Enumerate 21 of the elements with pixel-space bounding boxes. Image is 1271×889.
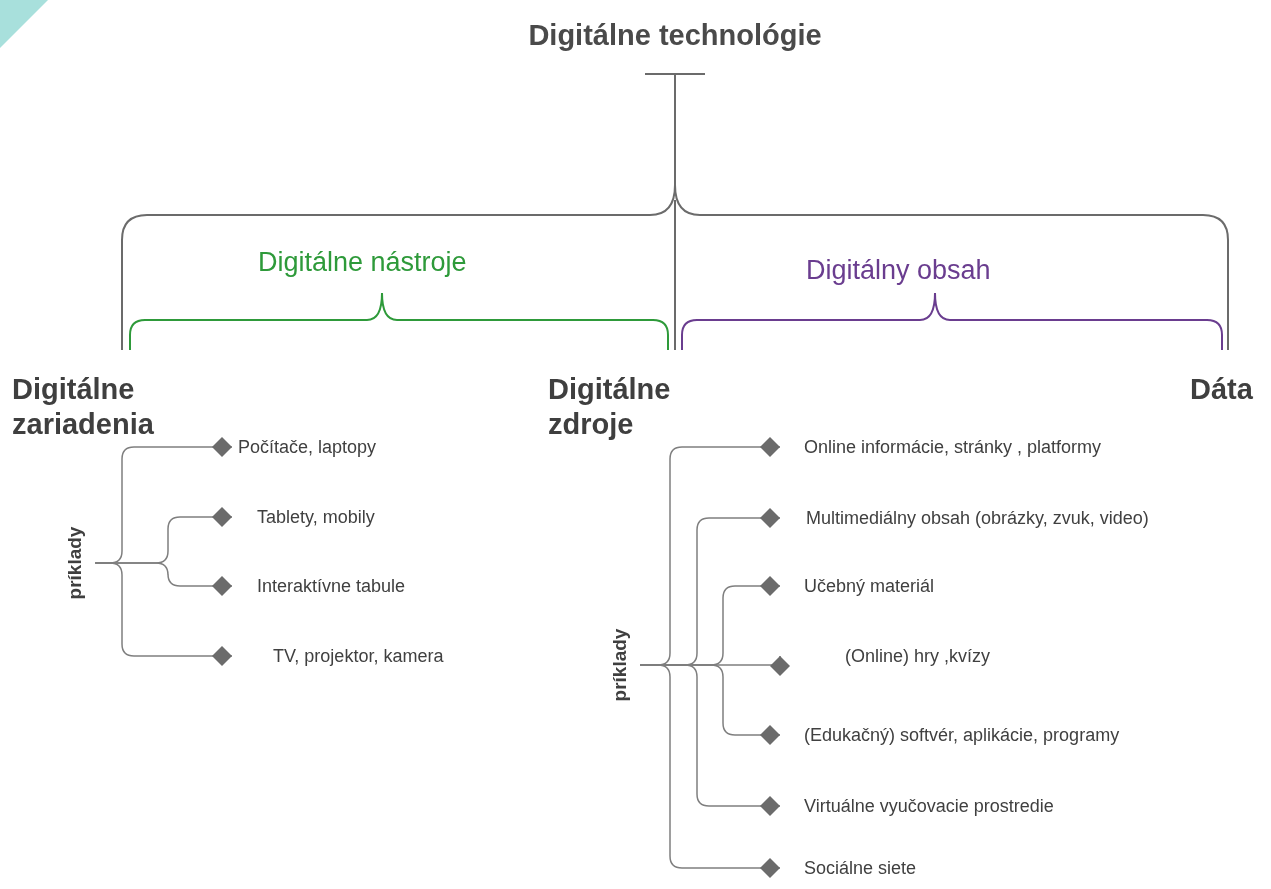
heading-label: Digitálne zdroje [548, 372, 672, 442]
list-item: Multimediálny obsah (obrázky, zvuk, video) [780, 506, 1149, 530]
heading-label: Digitálny obsah [806, 254, 991, 287]
heading-label: Digitálne nástroje [258, 246, 467, 279]
list-item: Virtuálne vyučovacie prostredie [780, 794, 1054, 818]
list-item: Učebný materiál [780, 574, 935, 598]
list-item: Online informácie, stránky , platformy [780, 435, 1102, 459]
heading-label: Dáta [1190, 372, 1253, 407]
list-item: Počítače, laptopy [232, 435, 377, 459]
heading-label: Digitálne zariadenia [12, 372, 155, 442]
list-item: Sociálne siete [780, 856, 917, 880]
list-item: Tablety, mobily [232, 505, 375, 529]
list-item: (Online) hry ,kvízy [780, 644, 991, 668]
connector-line [639, 664, 781, 878]
title: Digitálne technológie [528, 18, 822, 53]
connector-line [94, 562, 233, 666]
rotated-label: príklady [605, 628, 635, 702]
list-item: (Edukačný) softvér, aplikácie, programy [780, 723, 1120, 747]
list-item: Interaktívne tabule [232, 574, 406, 598]
rotated-label: príklady [60, 526, 90, 600]
list-item: TV, projektor, kamera [232, 644, 444, 668]
